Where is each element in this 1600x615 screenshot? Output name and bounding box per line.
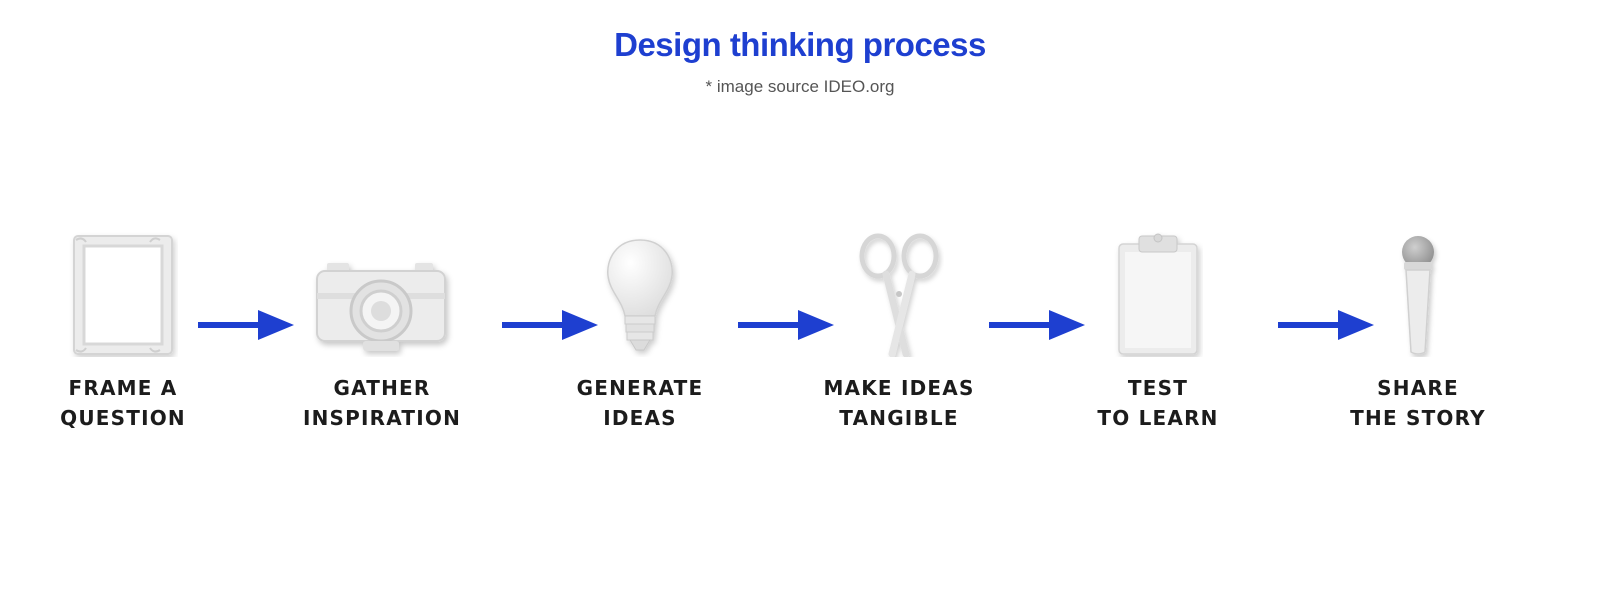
step-gather-inspiration: GATHER INSPIRATION (282, 222, 482, 433)
light-bulb-icon (607, 239, 673, 351)
step-label: SHARE THE STORY (1350, 376, 1486, 430)
step-label: TEST TO LEARN (1097, 376, 1219, 430)
step-label: GENERATE IDEAS (576, 376, 704, 430)
diagram-title: Design thinking process (614, 26, 986, 63)
step-test-to-learn: TEST TO LEARN (1058, 222, 1258, 433)
step-generate-ideas: GENERATE IDEAS (540, 222, 740, 433)
right-arrow-icon (738, 310, 834, 340)
right-arrow-icon (198, 310, 294, 340)
right-arrow-icon (502, 310, 598, 340)
clipboard-icon (1118, 233, 1198, 355)
step-frame-a-question: FRAME A QUESTION (23, 222, 223, 433)
camera-icon (316, 263, 446, 351)
step-label: MAKE IDEAS TANGIBLE (823, 376, 975, 430)
picture-frame-icon (73, 235, 173, 355)
microphone-icon (1402, 236, 1434, 355)
step-share-the-story: SHARE THE STORY (1318, 222, 1518, 433)
step-label: FRAME A QUESTION (60, 376, 186, 430)
image-source-note: * image source IDEO.org (705, 77, 895, 96)
scissors-icon (859, 233, 939, 357)
step-label: GATHER INSPIRATION (302, 376, 462, 430)
step-make-ideas-tangible: MAKE IDEAS TANGIBLE (799, 222, 999, 433)
right-arrow-icon (989, 310, 1085, 340)
right-arrow-icon (1278, 310, 1374, 340)
